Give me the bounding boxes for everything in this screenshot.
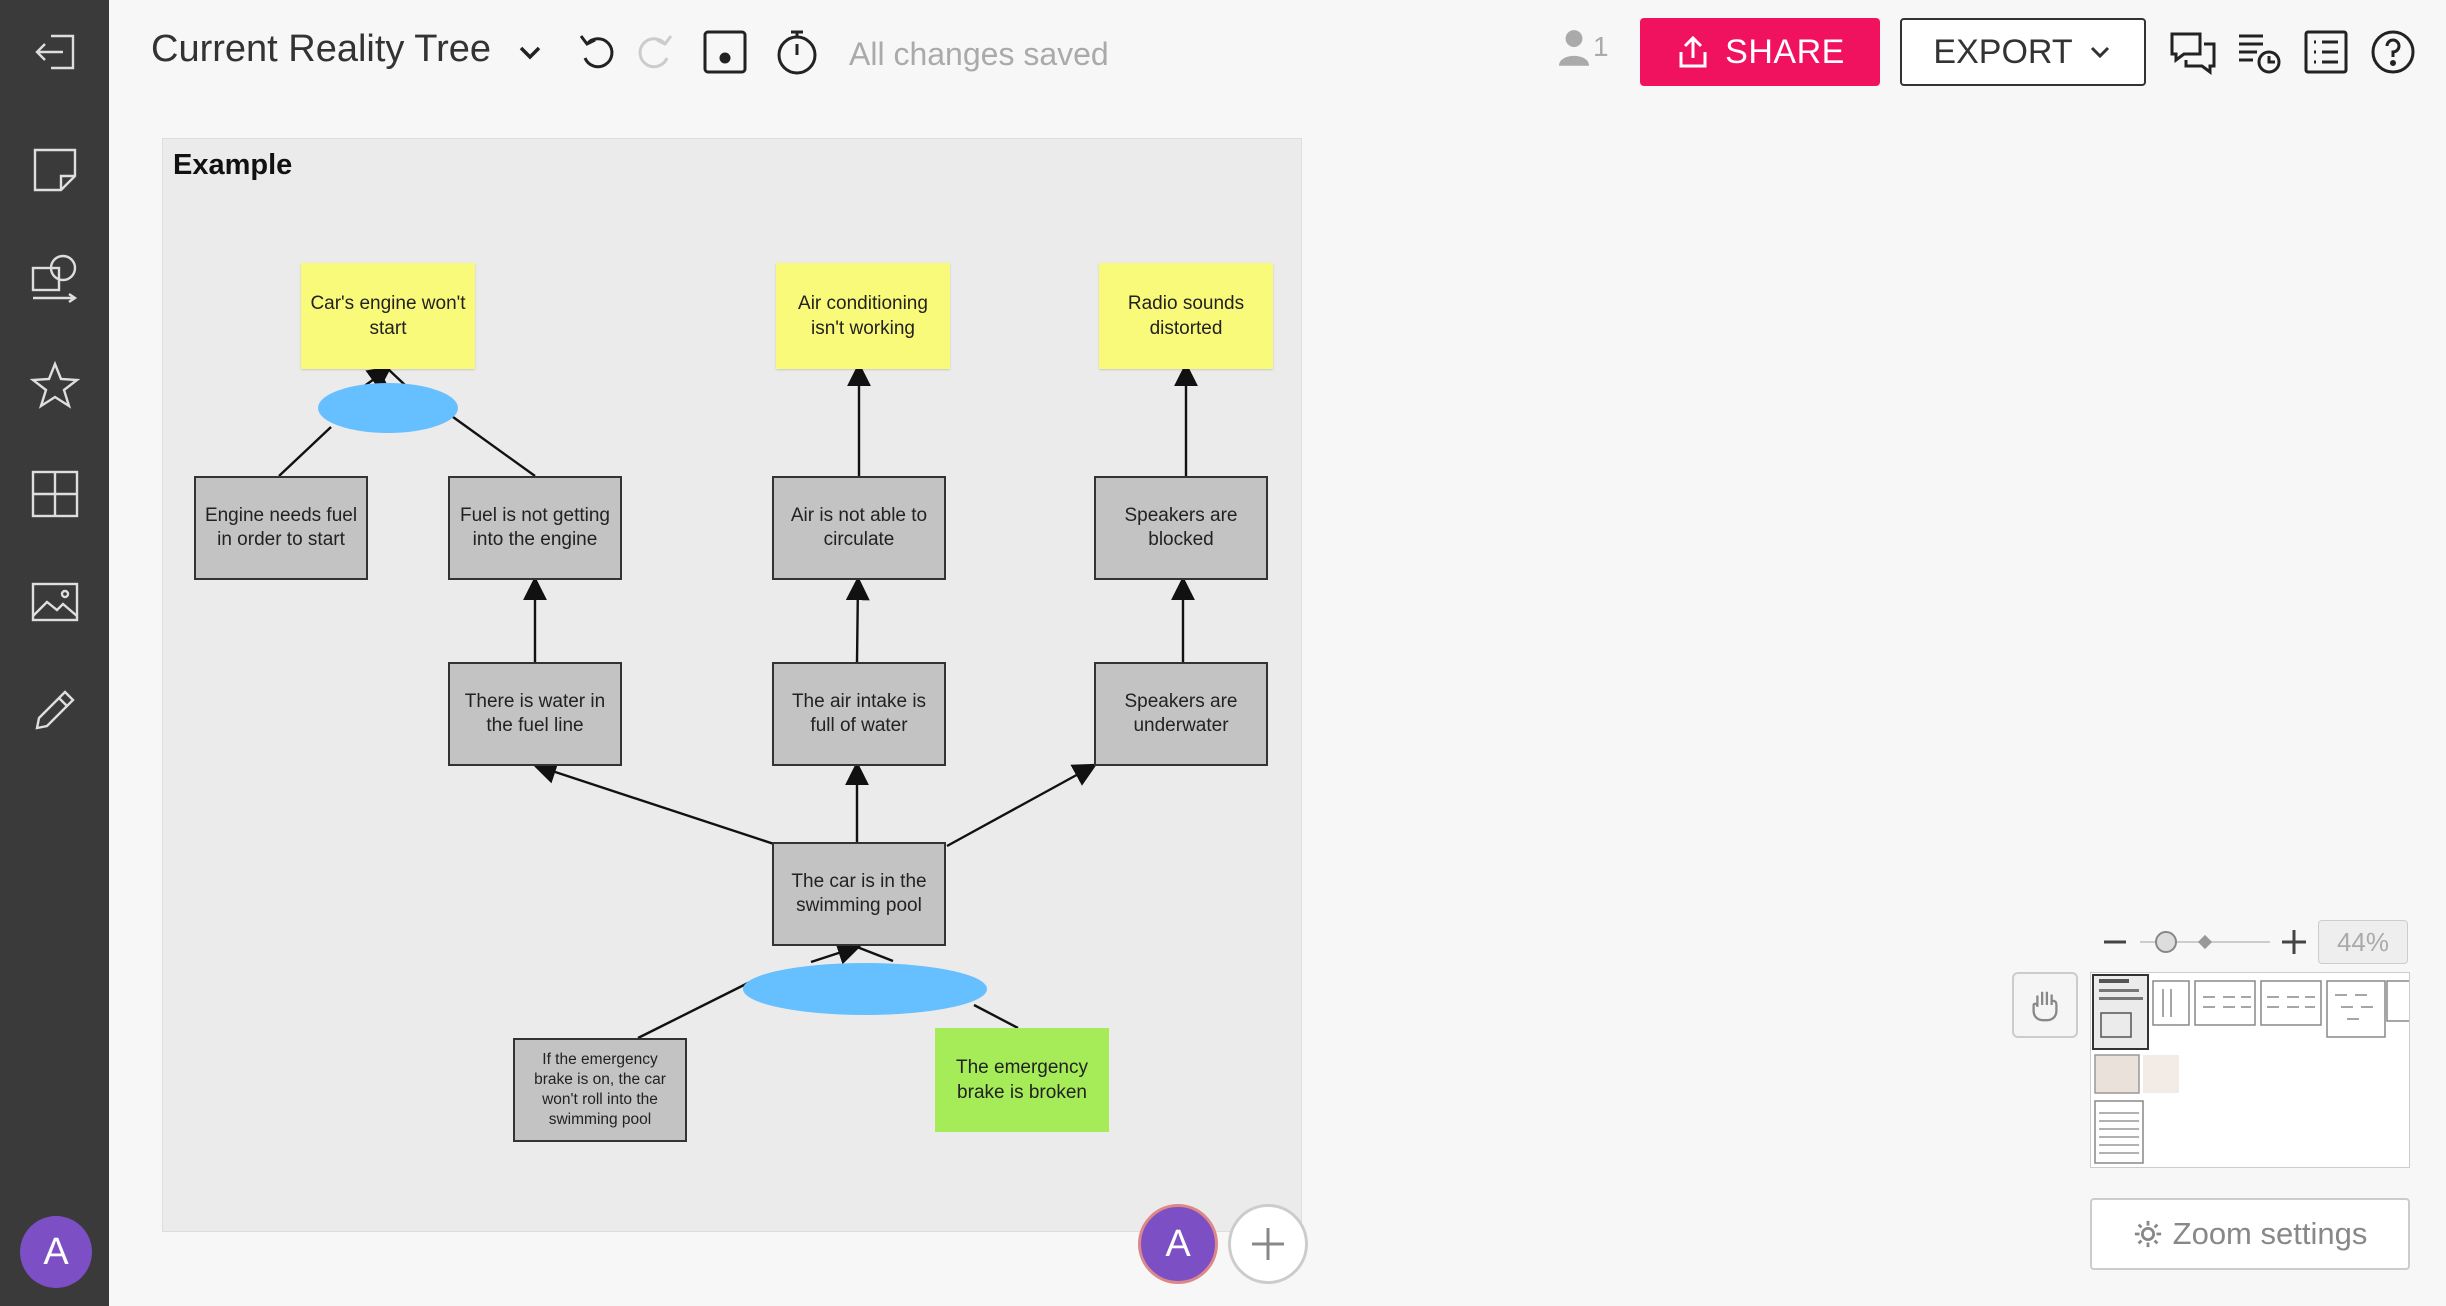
add-collaborator-button[interactable] — [1228, 1204, 1308, 1284]
share-button[interactable]: SHARE — [1640, 18, 1880, 86]
share-label: SHARE — [1725, 32, 1845, 71]
export-label: EXPORT — [1933, 32, 2073, 71]
star-icon[interactable] — [0, 346, 109, 426]
zoom-in-icon[interactable] — [2282, 930, 2306, 954]
save-status: All changes saved — [849, 36, 1109, 72]
hand-icon — [2032, 991, 2058, 1022]
pan-hand-button[interactable] — [2012, 972, 2078, 1038]
online-users[interactable]: 1 — [1559, 28, 1609, 66]
sticky-note[interactable]: Car's engine won't start — [301, 263, 475, 369]
activity-history-icon[interactable] — [2231, 24, 2287, 80]
user-icon — [1559, 30, 1589, 66]
collaborator-avatar[interactable]: A — [1138, 1204, 1218, 1284]
help-icon[interactable] — [2365, 24, 2421, 80]
top-toolbar: Current Reality Tree All changes saved 1… — [109, 0, 2446, 105]
upload-icon — [1679, 35, 1707, 68]
minimap[interactable] — [2090, 972, 2410, 1168]
grid-icon[interactable] — [0, 454, 109, 534]
undo-icon[interactable] — [569, 24, 625, 80]
green-sticky-note[interactable]: The emergency brake is broken — [935, 1028, 1109, 1132]
export-button[interactable]: EXPORT — [1900, 18, 2146, 86]
board-title[interactable]: Current Reality Tree — [151, 28, 492, 70]
cause-box[interactable]: Fuel is not getting into the engine — [448, 476, 622, 580]
zoom-slider-handle[interactable] — [2155, 931, 2177, 953]
comments-icon[interactable] — [2164, 24, 2220, 80]
sticky-note-icon[interactable] — [0, 130, 109, 210]
pen-icon[interactable] — [0, 670, 109, 750]
zoom-settings-label: Zoom settings — [2172, 1216, 2368, 1251]
shapes-icon[interactable] — [0, 238, 109, 318]
and-connector-ellipse[interactable] — [318, 383, 458, 433]
cause-box[interactable]: There is water in the fuel line — [448, 662, 622, 766]
cause-box[interactable]: Engine needs fuel in order to start — [194, 476, 368, 580]
presentation-icon[interactable] — [697, 24, 753, 80]
cause-box[interactable]: Speakers are blocked — [1094, 476, 1268, 580]
user-count-label: 1 — [1593, 31, 1609, 62]
outline-list-icon[interactable] — [2298, 24, 2354, 80]
plus-icon — [1252, 1228, 1284, 1260]
user-avatar[interactable]: A — [20, 1216, 92, 1288]
chevron-down-icon — [2090, 46, 2109, 59]
left-sidebar: A — [0, 0, 109, 1306]
cause-box[interactable]: The air intake is full of water — [772, 662, 946, 766]
sticky-note[interactable]: Radio sounds distorted — [1099, 263, 1273, 369]
redo-icon[interactable] — [627, 24, 683, 80]
image-icon[interactable] — [0, 562, 109, 642]
cause-box[interactable]: If the emergency brake is on, the car wo… — [513, 1038, 687, 1142]
exit-icon[interactable] — [0, 12, 109, 92]
frame-title: Example — [173, 149, 293, 181]
zoom-settings-button[interactable]: Zoom settings — [2090, 1198, 2410, 1270]
cause-box[interactable]: Speakers are underwater — [1094, 662, 1268, 766]
sticky-note[interactable]: Air conditioning isn't working — [776, 263, 950, 369]
cause-box[interactable]: Air is not able to circulate — [772, 476, 946, 580]
and-connector-ellipse[interactable] — [743, 963, 987, 1015]
zoom-percentage[interactable]: 44% — [2318, 920, 2408, 964]
timer-icon[interactable] — [769, 24, 825, 80]
root-cause-box[interactable]: The car is in the swimming pool — [772, 842, 946, 946]
gear-icon — [2134, 1220, 2161, 1248]
connector-lines — [278, 362, 1198, 1040]
example-frame[interactable]: Example Car's engine — [162, 138, 1302, 1232]
chevron-down-icon[interactable] — [513, 36, 547, 70]
zoom-slider-row — [2100, 920, 2410, 964]
